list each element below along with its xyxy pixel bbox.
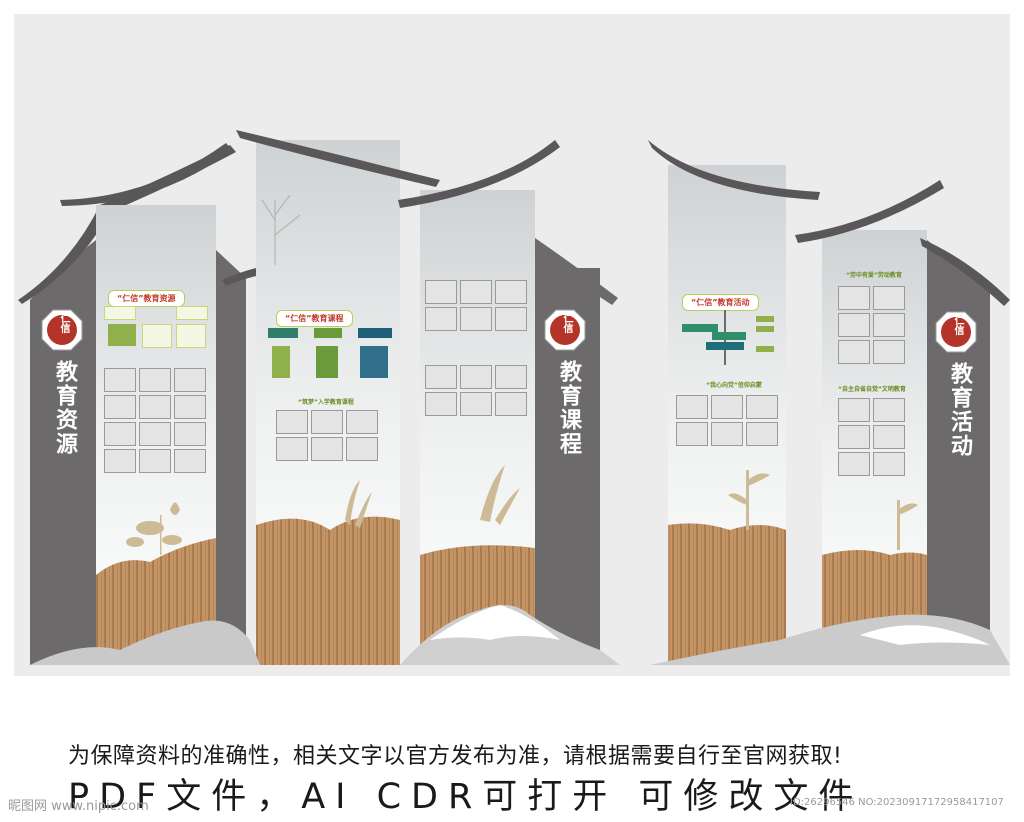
seal-text-2: 仁信 (561, 313, 572, 333)
panel2-heading: “仁信”教育课程 (276, 310, 353, 327)
panel2-wood (256, 516, 400, 665)
panel5-photo-grid-top (838, 286, 905, 364)
right-roof (920, 238, 1010, 306)
culture-wall-illustration (18, 130, 1010, 665)
panel5-subheading-civility: “自主自省自觉”文明教育 (838, 386, 906, 393)
panel1-roof (60, 143, 232, 206)
tree-sketch (261, 194, 301, 265)
bamboo-decoration (728, 470, 770, 530)
panel4-wood (668, 523, 786, 665)
ren-xin-seal-1 (41, 309, 83, 351)
left-gray-wall (30, 240, 96, 665)
panel1-gray-side (216, 250, 246, 665)
mountain-left (30, 620, 260, 665)
panel4-photo-grid (676, 395, 778, 446)
watermark-site: 昵图网 www.nipic.com (8, 799, 149, 814)
disclaimer-text: 为保障资料的准确性，相关文字以官方发布为准，请根据需要自行至官网获取! (68, 744, 843, 769)
panel4-roof (648, 140, 820, 200)
panel5-photo-grid-bottom (838, 398, 905, 476)
vertical-title-activities: 教育活动 (947, 362, 972, 458)
panel2-photo-grid (276, 410, 378, 461)
ren-xin-seal-2 (544, 309, 586, 351)
vertical-title-resources: 教育资源 (52, 360, 77, 456)
panel5-roof (795, 180, 944, 243)
seal-text-3: 仁信 (952, 315, 963, 335)
panel3-photo-grid-bottom (425, 365, 527, 416)
panel4-signpost (676, 310, 776, 365)
panel1-heading: “仁信”教育资源 (108, 290, 185, 307)
panel4-heading: “仁信”教育活动 (682, 294, 759, 311)
panel4-subheading: “我心向党”信仰启蒙 (706, 382, 762, 389)
ren-xin-seal-3 (935, 311, 977, 353)
panel3-roof (398, 140, 560, 208)
watermark-id: ID:26296546 NO:20230917172958417107 (790, 797, 1004, 808)
panel5-subheading-labor: “劳中有爱”劳动教育 (846, 272, 902, 279)
vertical-title-courses: 教育课程 (556, 360, 581, 456)
seal-text-1: 仁信 (58, 313, 69, 333)
mountain-right-snow (860, 625, 990, 645)
panel1-photo-grid (104, 368, 206, 473)
file-format-text: PDF文件，AI CDR可打开 可修改文件 (68, 777, 864, 817)
orchid-decoration (345, 480, 372, 528)
lotus-decoration (126, 502, 182, 555)
panel3-photo-grid-top (425, 280, 527, 331)
orchid-decoration-2 (480, 465, 520, 525)
panel2-subheading: “筑梦”入学教育课程 (298, 399, 354, 406)
panel2-roof (236, 130, 440, 187)
panel2-small-roof (222, 268, 256, 286)
mountain-center-snow (430, 605, 560, 640)
bamboo-decoration-2 (897, 500, 918, 550)
